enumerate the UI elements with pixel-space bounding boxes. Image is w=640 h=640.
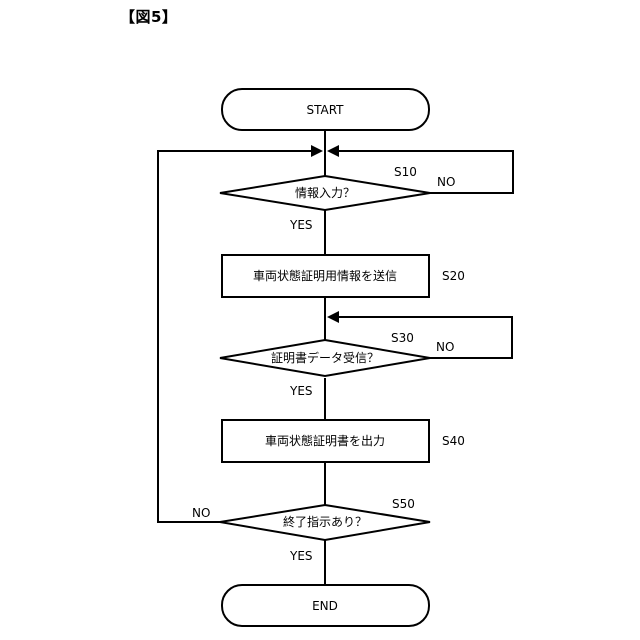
- step-label-s10: S10: [394, 165, 417, 179]
- branch-label-s30-yes: YES: [289, 384, 313, 398]
- decision-s10: 情報入力？: [220, 176, 430, 210]
- step-label-s40: S40: [442, 434, 465, 448]
- arrow-s30-no: [327, 311, 339, 323]
- start-terminal: START: [222, 89, 429, 130]
- process-s40-label: 車両状態証明書を出力: [265, 433, 385, 448]
- branch-label-s30-no: NO: [436, 340, 454, 354]
- decision-s30-label: 証明書データ受信？: [271, 350, 379, 365]
- decision-s10-label: 情報入力？: [295, 186, 355, 200]
- step-label-s20: S20: [442, 269, 465, 283]
- decision-s50-label: 終了指示あり？: [283, 514, 367, 529]
- process-s20: 車両状態証明用情報を送信: [222, 255, 429, 297]
- step-label-s30: S30: [391, 331, 414, 345]
- branch-label-s50-yes: YES: [289, 549, 313, 563]
- end-terminal-label: END: [312, 599, 338, 613]
- decision-s30: 証明書データ受信？: [220, 340, 430, 376]
- step-label-s50: S50: [392, 497, 415, 511]
- loop-s50-no: [158, 151, 317, 522]
- process-s20-label: 車両状態証明用情報を送信: [253, 268, 397, 283]
- arrow-s10-no: [327, 145, 339, 157]
- arrow-s50-no: [311, 145, 323, 157]
- process-s40: 車両状態証明書を出力: [222, 420, 429, 462]
- branch-label-s10-no: NO: [437, 175, 455, 189]
- end-terminal: END: [222, 585, 429, 626]
- branch-label-s50-no: NO: [192, 506, 210, 520]
- start-terminal-label: START: [306, 103, 344, 117]
- branch-label-s10-yes: YES: [289, 218, 313, 232]
